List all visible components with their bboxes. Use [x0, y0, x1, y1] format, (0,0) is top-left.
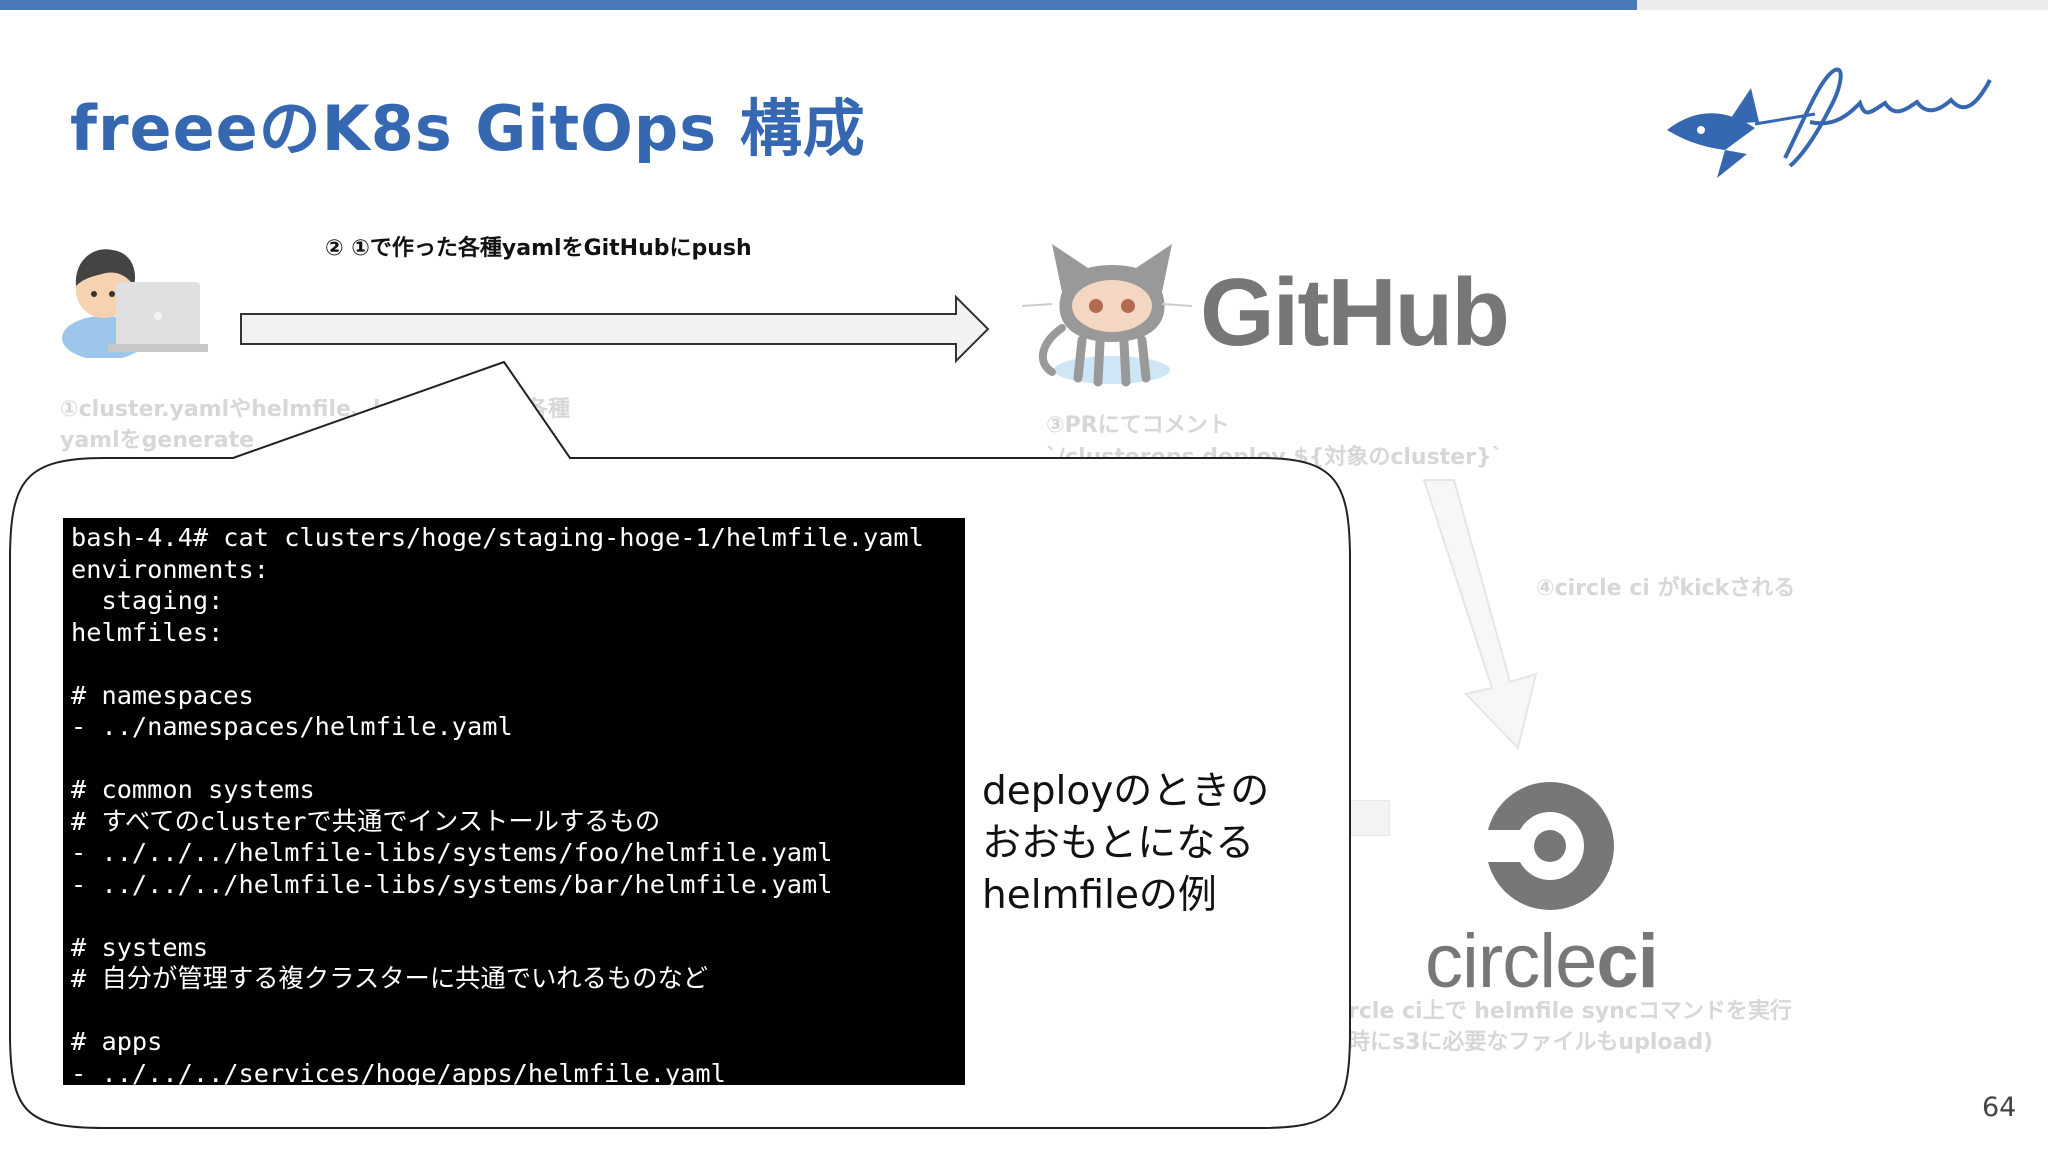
step5-text-line2: 時にs3に必要なファイルもupload)	[1348, 1030, 1714, 1055]
terminal-line: environments:	[71, 554, 269, 584]
terminal-line: # common systems	[71, 775, 315, 804]
slide-title: freeeのK8s GitOps 構成	[70, 92, 866, 165]
callout-line3: helmfileの例	[982, 873, 1217, 918]
terminal-line: # すべてのclusterで共通でインストールするもの	[71, 806, 661, 836]
terminal-line: helmfiles:	[71, 617, 224, 647]
terminal-line	[71, 743, 957, 775]
step5-text-line1: rcle ci上で helmfile syncコマンドを実行	[1348, 999, 1792, 1024]
push-arrow	[240, 294, 990, 364]
terminal-line: staging:	[71, 586, 224, 615]
top-bar-remainder	[1637, 0, 2048, 10]
terminal-line: # namespaces	[71, 680, 254, 710]
circleci-wordmark-bold: ci	[1596, 919, 1658, 1004]
terminal-line	[71, 900, 957, 932]
faded-arrow-stub	[1350, 800, 1390, 836]
terminal-window: bash-4.4# cat clusters/hoge/staging-hoge…	[63, 518, 965, 1088]
terminal-line: - ../namespaces/helmfile.yaml	[71, 712, 513, 741]
page-number: 64	[1982, 1092, 2017, 1123]
terminal-line: # 自分が管理する複クラスターに共通でいれるものなど	[71, 964, 709, 993]
terminal-line: # apps	[71, 1027, 163, 1056]
step2-label: ② ①で作った各種yamlをGitHubにpush	[325, 236, 752, 261]
callout-line1: deployのときの	[982, 769, 1270, 814]
top-accent-bar	[0, 0, 1637, 10]
github-octocat-icon	[1022, 244, 1192, 387]
circleci-icon	[1488, 782, 1614, 910]
callout-line2: おおもとになる	[982, 821, 1255, 866]
terminal-line: - ../../../helmfile-libs/systems/foo/hel…	[71, 838, 833, 867]
terminal-line: - ../../../helmfile-libs/systems/bar/hel…	[71, 869, 833, 899]
step1-text-line2: yamlをgenerate	[60, 428, 255, 453]
callout-text: deployのときの おおもとになる helmfileの例	[982, 766, 1269, 922]
bird-tail-icon	[1717, 150, 1747, 178]
kick-arrow	[1422, 479, 1538, 751]
developer-at-laptop-icon	[62, 249, 208, 358]
bird-wing-icon	[1727, 88, 1759, 124]
terminal-line	[71, 995, 957, 1027]
step3-text-line1: ③PRにてコメント	[1046, 413, 1230, 438]
terminal-line: bash-4.4# cat clusters/hoge/staging-hoge…	[71, 523, 924, 552]
github-wordmark: GitHub	[1200, 259, 1510, 366]
terminal-line	[71, 648, 957, 680]
step4-text: ④circle ci がkickされる	[1536, 576, 1796, 601]
terminal-line: # systems	[71, 932, 209, 962]
terminal-line: - ../../../services/hoge/apps/helmfile.y…	[71, 1058, 726, 1088]
circleci-wordmark-light: circle	[1425, 919, 1597, 1004]
freee-logo: freee	[1667, 67, 1992, 178]
circleci-wordmark: circleci	[1425, 918, 1659, 1005]
